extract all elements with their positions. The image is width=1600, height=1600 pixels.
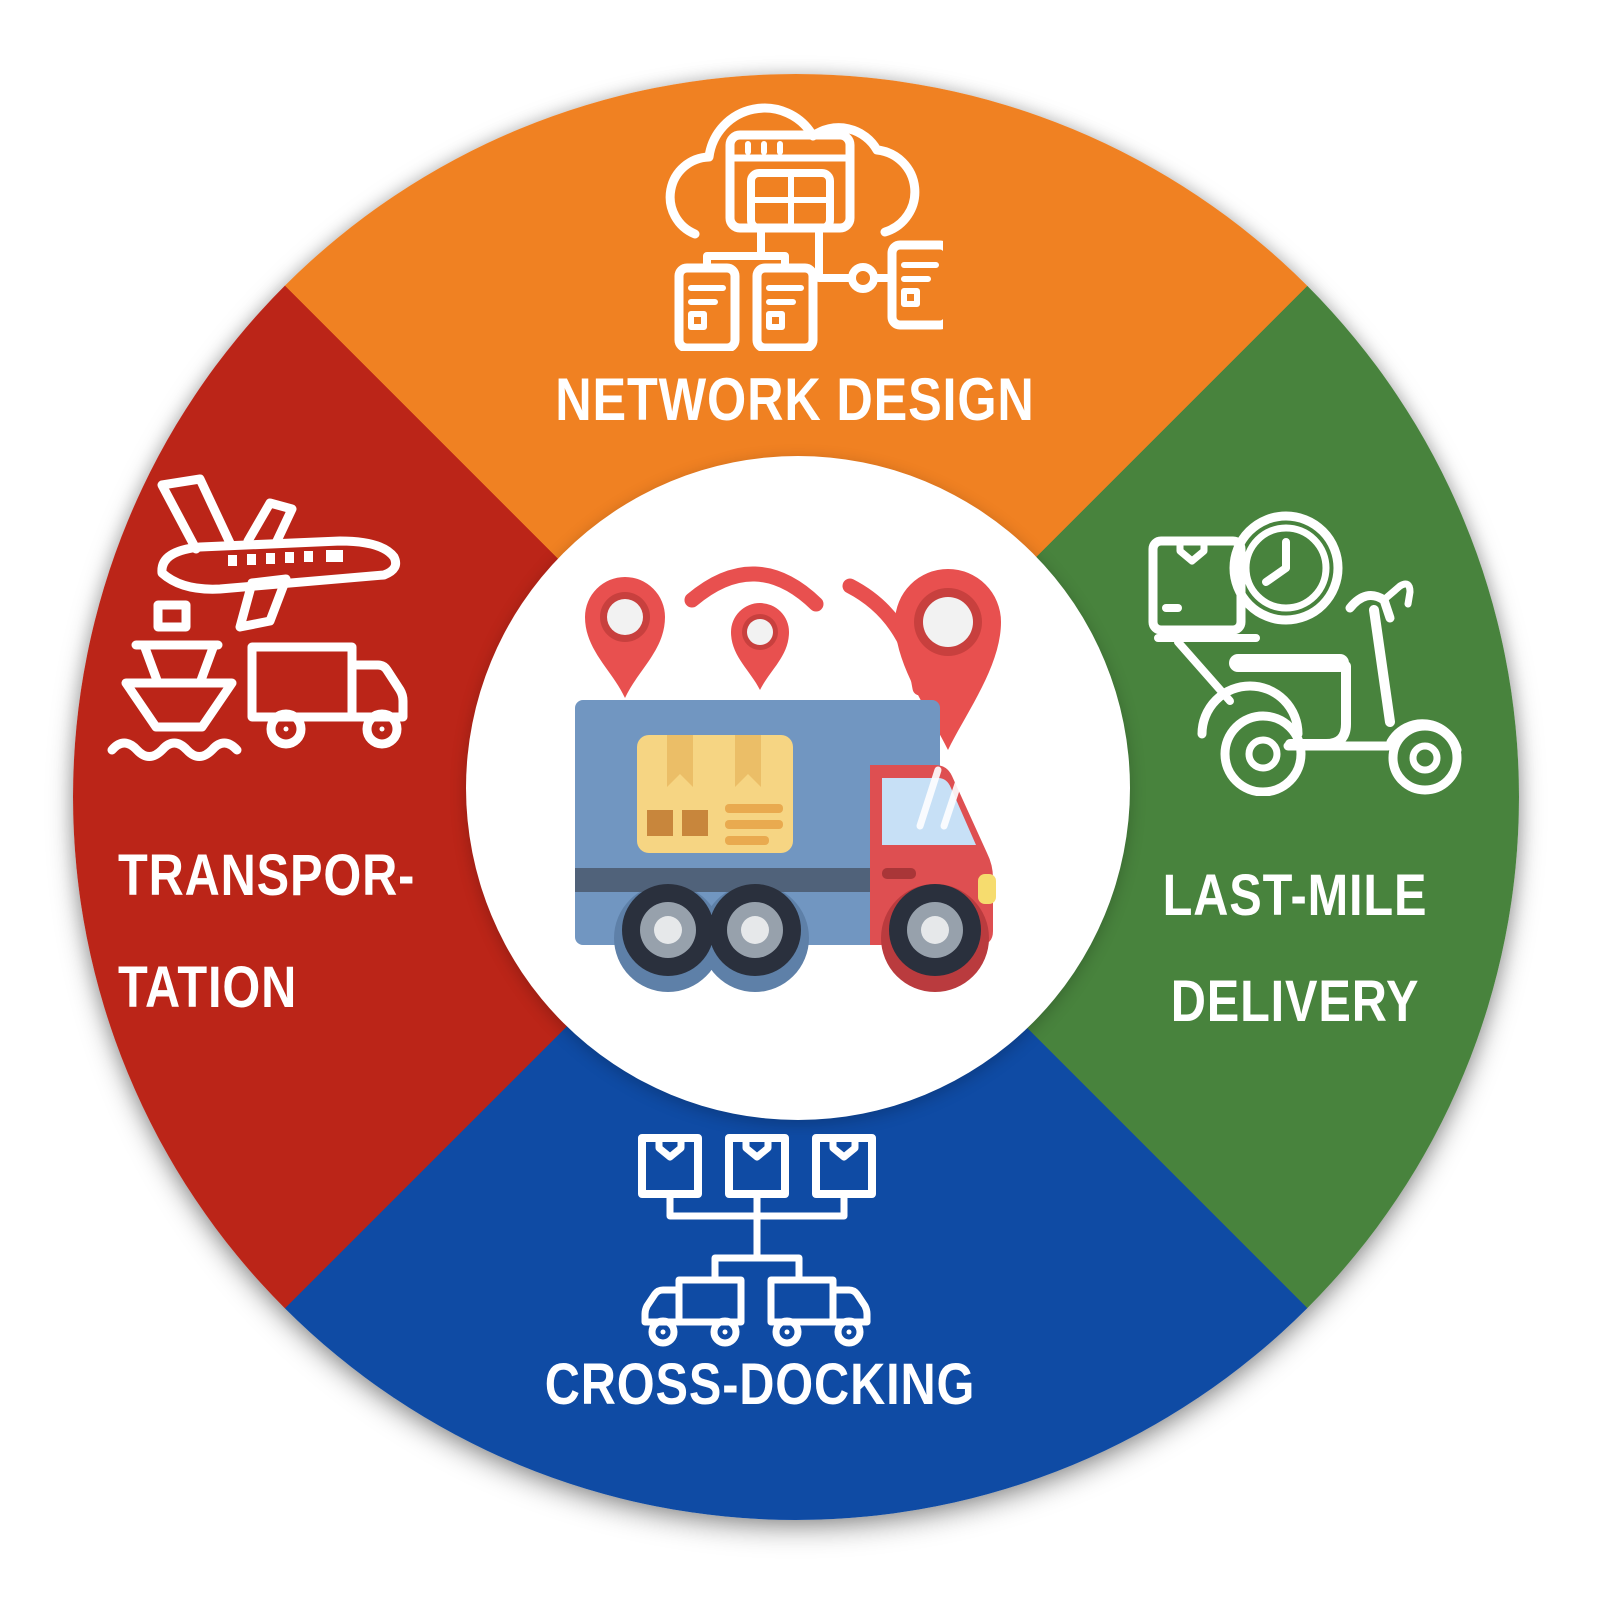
- label-text: NETWORK DESIGN: [555, 366, 1035, 433]
- route-arc: [684, 566, 824, 612]
- segment-label-cross-docking: CROSS-DOCKING: [455, 1356, 1065, 1414]
- ship-icon: [107, 600, 242, 761]
- truck-wheel: [709, 884, 801, 976]
- airplane-icon: [157, 474, 401, 632]
- box-icon: [638, 1134, 702, 1198]
- location-pin: [585, 577, 665, 698]
- plane-ship-truck-icon: [100, 465, 430, 765]
- boxes-to-trucks-icon: [637, 1128, 877, 1368]
- door-handle: [882, 868, 916, 879]
- truck-outline-icon: [247, 642, 408, 749]
- truck-wheel: [622, 884, 714, 976]
- parcel-box-icon: [1148, 536, 1246, 635]
- cloud-network-icon: [633, 86, 943, 351]
- label-line-2: DELIVERY: [1170, 969, 1420, 1034]
- box-icon: [812, 1134, 876, 1198]
- flat-delivery-truck: [575, 700, 996, 992]
- small-truck-icon: [767, 1276, 871, 1347]
- truck-wheel: [889, 884, 981, 976]
- label-text: CROSS-DOCKING: [544, 1352, 976, 1417]
- distribution-lines: [666, 1190, 848, 1282]
- headlight: [978, 874, 996, 904]
- segment-label-transportation: TRANSPOR- TATION: [118, 820, 472, 1044]
- label-line-2: TATION: [118, 955, 298, 1020]
- server-icon: [674, 263, 740, 351]
- cargo-label: [637, 735, 793, 853]
- cloud-outline: [665, 103, 920, 239]
- location-pin: [731, 603, 789, 690]
- label-line-1: LAST-MILE: [1162, 863, 1428, 928]
- delivery-scooter-icon: [1138, 496, 1468, 796]
- label-line-1: TRANSPOR-: [118, 843, 416, 908]
- server-icon: [752, 263, 818, 351]
- clock-icon: [1229, 511, 1343, 625]
- small-truck-icon: [641, 1276, 745, 1347]
- server-icon: [887, 240, 943, 330]
- location-pin: [895, 568, 1001, 750]
- scooter-icon: [1154, 580, 1462, 796]
- segment-label-last-mile-delivery: LAST-MILE DELIVERY: [1130, 843, 1460, 1055]
- delivery-truck-illustration: [510, 538, 1110, 1048]
- segment-label-network-design: NETWORK DESIGN: [400, 370, 1190, 430]
- box-icon: [725, 1134, 789, 1198]
